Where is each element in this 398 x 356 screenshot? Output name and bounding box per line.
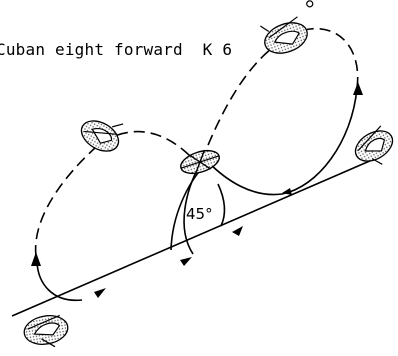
arrowhead-icon [232, 226, 243, 236]
maneuver-name: Cuban eight forward [0, 40, 183, 59]
left-loop-lower [36, 256, 82, 300]
left-diagonal [184, 164, 200, 254]
base-line [12, 160, 372, 316]
helicopter-icon [22, 312, 71, 351]
helicopter-icon [76, 107, 128, 157]
helicopter-icon [256, 0, 325, 59]
arrowhead-icon [31, 252, 41, 266]
arrowhead-icon [353, 82, 363, 95]
maneuver-title: Cuban eight forward K 6 [0, 40, 232, 59]
angle-arc-right [218, 184, 225, 226]
crossing-marker-icon [178, 146, 222, 177]
helicopter-icon [350, 124, 398, 173]
right-crossing-arc [171, 166, 204, 250]
arrowhead-icon [180, 257, 192, 266]
angle-label: 45° [186, 205, 213, 223]
arrowhead-icon [94, 288, 106, 298]
arrowhead-icon [282, 188, 292, 195]
maneuver-k-factor: K 6 [202, 40, 233, 59]
direction-arrows [31, 82, 363, 298]
right-loop-lower [208, 88, 357, 195]
